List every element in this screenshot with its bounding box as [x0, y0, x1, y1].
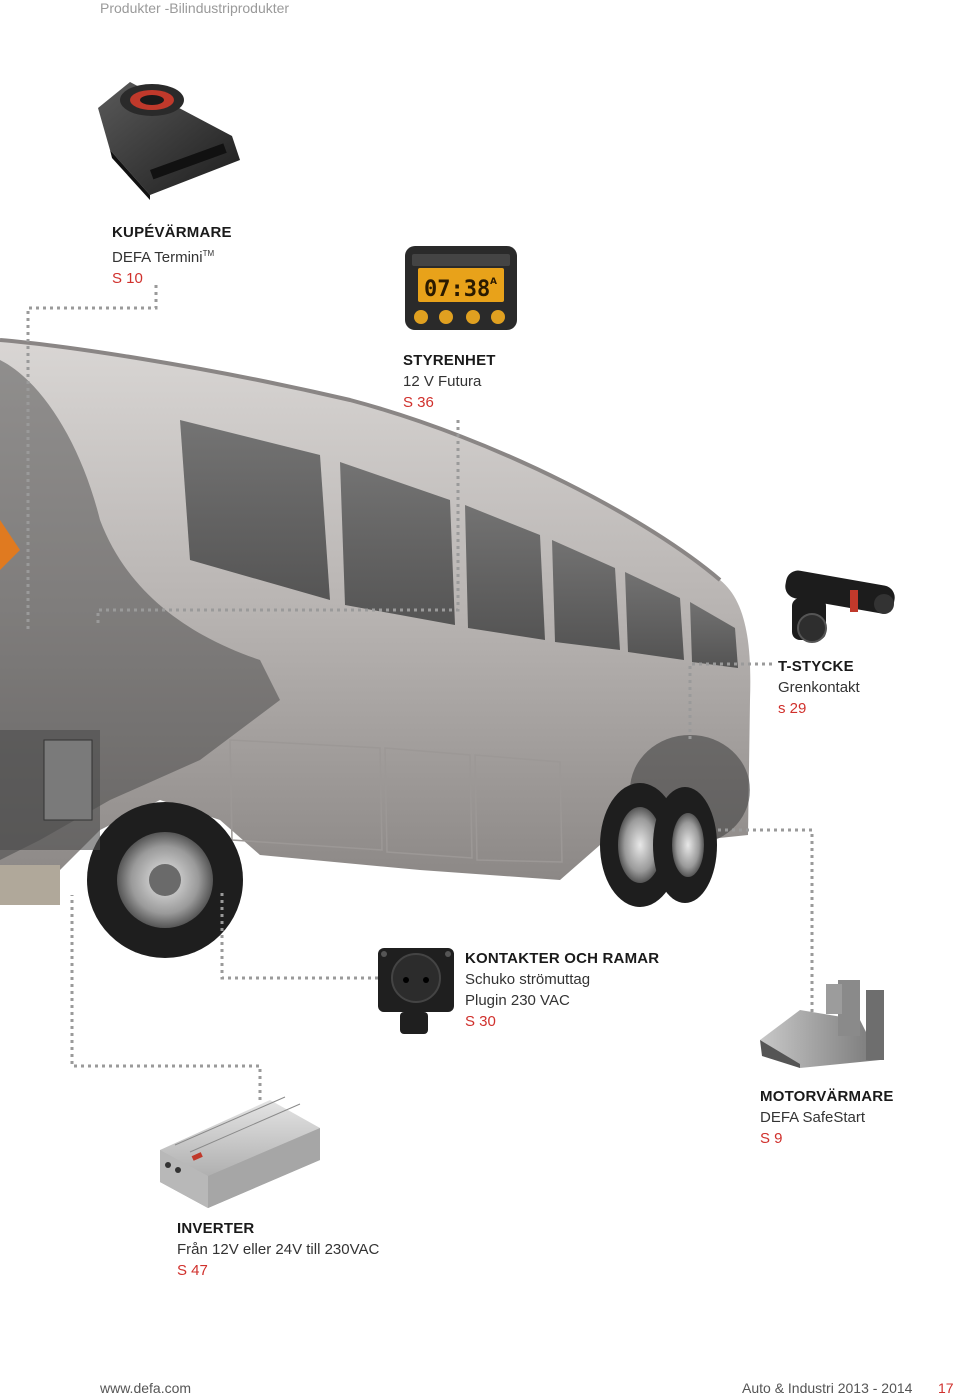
tstycke-name: Grenkontakt	[778, 679, 860, 696]
inverter-page[interactable]: S 47	[177, 1262, 208, 1279]
kupevarmare-name-line: DEFA TerminiTM	[112, 243, 232, 268]
connector-kupevarmare	[26, 285, 158, 630]
label-motorvarmare: MOTORVÄRMARE DEFA SafeStart S 9	[760, 1086, 894, 1149]
heater-image	[98, 82, 240, 200]
tstycke-image	[785, 570, 895, 643]
engine-heater-image	[760, 980, 884, 1068]
breadcrumb: Produkter -Bilindustriprodukter	[100, 0, 290, 16]
timer-button-4	[491, 310, 505, 324]
styrenhet-name: 12 V Futura	[403, 373, 482, 390]
footer-publication: Auto & Industri 2013 - 2014	[742, 1380, 913, 1396]
motorvarmare-title: MOTORVÄRMARE	[760, 1088, 894, 1105]
connector-motorvarmare	[718, 828, 814, 1040]
connector-inverter	[70, 895, 262, 1100]
kupevarmare-title: KUPÉVÄRMARE	[112, 224, 232, 241]
kupevarmare-name: DEFA Termini	[112, 249, 203, 266]
styrenhet-page[interactable]: S 36	[403, 394, 434, 411]
kupevarmare-trademark: TM	[202, 249, 215, 258]
timer-button-3	[466, 310, 480, 324]
inverter-title: INVERTER	[177, 1220, 255, 1237]
kupevarmare-page[interactable]: S 10	[112, 270, 143, 287]
timer-display-time: 07:38	[424, 277, 490, 302]
timer-image: 07:38 A	[405, 246, 517, 330]
label-kupevarmare: KUPÉVÄRMARE DEFA TerminiTM S 10	[112, 222, 232, 289]
inverter-name: Från 12V eller 24V till 230VAC	[177, 1241, 380, 1258]
socket-image	[378, 948, 454, 1034]
label-styrenhet: STYRENHET 12 V Futura S 36	[403, 350, 496, 413]
page-number: 17	[938, 1380, 954, 1396]
tstycke-title: T-STYCKE	[778, 658, 854, 675]
inverter-image	[160, 1096, 320, 1208]
styrenhet-title: STYRENHET	[403, 352, 496, 369]
timer-display-indicator: A	[490, 277, 497, 287]
connector-lines	[26, 285, 814, 1100]
timer-button-1	[414, 310, 428, 324]
label-tstycke: T-STYCKE Grenkontakt s 29	[778, 656, 860, 719]
connector-kontakter	[220, 890, 378, 980]
kontakter-title: KONTAKTER OCH RAMAR	[465, 950, 660, 967]
kontakter-page[interactable]: S 30	[465, 1013, 496, 1030]
timer-button-2	[439, 310, 453, 324]
label-inverter: INVERTER Från 12V eller 24V till 230VAC …	[177, 1218, 379, 1281]
motorvarmare-page[interactable]: S 9	[760, 1130, 783, 1147]
bus-image	[0, 338, 751, 958]
label-kontakter: KONTAKTER OCH RAMAR Schuko strömuttag Pl…	[465, 948, 659, 1032]
footer-website-link[interactable]: www.defa.com	[100, 1380, 192, 1396]
kontakter-name: Schuko strömuttag	[465, 971, 591, 988]
motorvarmare-name: DEFA SafeStart	[760, 1109, 866, 1126]
kontakter-name-2: Plugin 230 VAC	[465, 992, 570, 1009]
tstycke-page[interactable]: s 29	[778, 700, 807, 717]
